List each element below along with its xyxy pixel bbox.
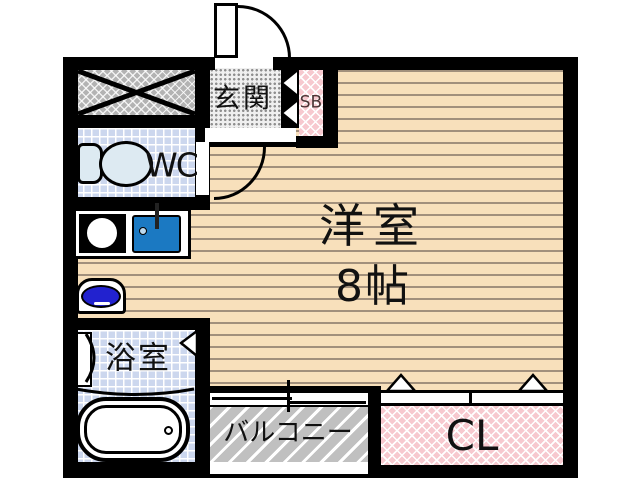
entrance-step <box>205 128 296 147</box>
wall-top-left <box>63 57 215 70</box>
shoe-box-label: SB <box>299 92 323 113</box>
closet-area <box>381 406 563 465</box>
wall-shoebox-bottom <box>296 136 338 148</box>
bathroom-label: 浴室 <box>105 340 171 377</box>
closet-sliding-doors <box>381 390 563 406</box>
wall-bottom-right <box>368 465 578 478</box>
toilet-door <box>196 142 209 195</box>
main-room-size-label: 8帖 <box>335 261 411 312</box>
shoe-box-door-strip <box>281 68 299 128</box>
bathroom-door <box>76 332 92 387</box>
balcony-area <box>210 406 368 462</box>
closet-label: CL <box>445 411 499 460</box>
wall-kitchen-bath <box>63 318 210 330</box>
entrance-door-arc <box>238 5 291 58</box>
window-center-tick <box>287 380 290 412</box>
shoe-box-area <box>299 68 323 136</box>
balcony-label: バルコニー <box>223 418 353 448</box>
void-x-box <box>78 70 195 115</box>
sink-faucet <box>155 203 159 229</box>
wall-balcony-closet <box>368 386 381 478</box>
sink-drain <box>139 227 147 235</box>
toilet-bowl <box>99 141 153 187</box>
wall-xbox-bottom <box>78 115 195 128</box>
wall-right <box>563 57 578 478</box>
closet-door-divider <box>469 390 472 406</box>
wall-bath-right <box>195 318 210 478</box>
balcony-rail <box>210 474 368 478</box>
washbasin-drain <box>94 302 110 305</box>
wall-top-right <box>273 57 578 70</box>
wall-bottom-left <box>63 462 210 478</box>
window-pane-left <box>212 397 292 400</box>
toilet-label: WC <box>145 145 199 185</box>
washbasin-bowl <box>81 285 121 308</box>
wall-shoebox-right <box>323 57 338 148</box>
entrance-door-leaf <box>214 3 238 58</box>
entrance-label: 玄関 <box>213 83 273 115</box>
window-pane-right <box>288 401 366 404</box>
wall-wc-bottom <box>78 197 195 210</box>
stove-burner <box>87 218 117 248</box>
wall-left <box>63 57 78 478</box>
balcony-sill <box>210 462 368 474</box>
bathtub-drain <box>164 426 173 435</box>
entrance-area <box>205 68 281 128</box>
main-room-label: 洋室 <box>319 199 427 253</box>
